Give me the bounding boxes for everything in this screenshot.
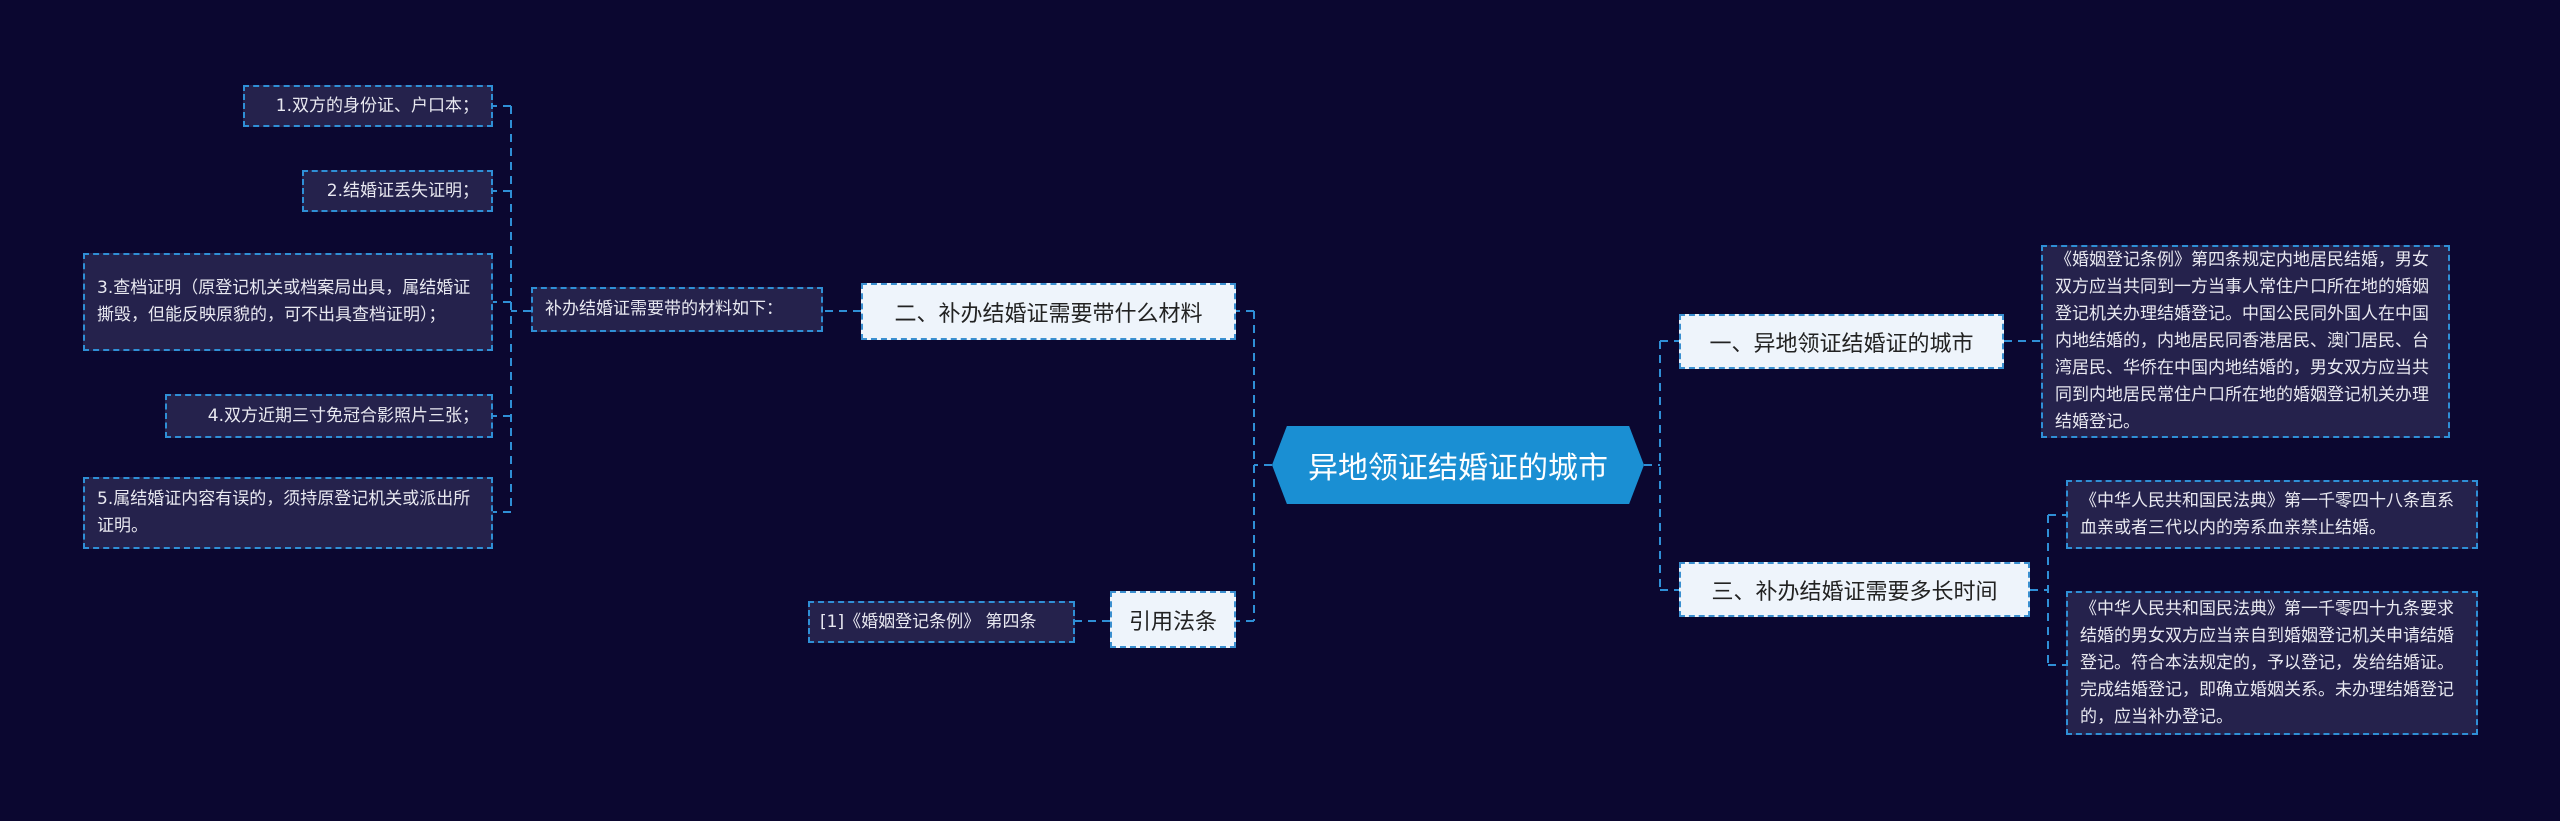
reference-item-1[interactable]: [1]《婚姻登记条例》 第四条 bbox=[808, 601, 1075, 643]
branch-label: 一、异地领证结婚证的城市 bbox=[1709, 331, 1974, 357]
material-item-4[interactable]: 4.双方近期三寸免冠合影照片三张； bbox=[165, 394, 493, 438]
leaf-regulation-article-4[interactable]: 《婚姻登记条例》第四条规定内地居民结婚，男女双方应当共同到一方当事人常住户口所在… bbox=[2041, 245, 2450, 438]
leaf-civil-code-1049[interactable]: 《中华人民共和国民法典》第一千零四十九条要求结婚的男女双方应当亲自到婚姻登记机关… bbox=[2066, 591, 2478, 735]
leaf-text: 3.查档证明（原登记机关或档案局出具，属结婚证撕毁，但能反映原貌的，可不出具查档… bbox=[97, 278, 471, 325]
leaf-text: 2.结婚证丢失证明； bbox=[326, 180, 479, 201]
branch-label: 二、补办结婚证需要带什么材料 bbox=[894, 301, 1203, 327]
leaf-text: 4.双方近期三寸免冠合影照片三张； bbox=[207, 405, 479, 426]
branch-label: 引用法条 bbox=[1128, 609, 1217, 635]
branch-reissue-time[interactable]: 三、补办结婚证需要多长时间 bbox=[1679, 562, 2030, 617]
leaf-civil-code-1048[interactable]: 《中华人民共和国民法典》第一千零四十八条直系血亲或者三代以内的旁系血亲禁止结婚。 bbox=[2066, 480, 2478, 549]
branch-materials[interactable]: 二、补办结婚证需要带什么材料 bbox=[861, 283, 1236, 340]
material-item-1[interactable]: 1.双方的身份证、户口本； bbox=[243, 85, 493, 127]
leaf-text: 1.双方的身份证、户口本； bbox=[275, 95, 479, 116]
branch-references[interactable]: 引用法条 bbox=[1110, 591, 1236, 648]
root-topic[interactable]: 异地领证结婚证的城市 bbox=[1272, 426, 1644, 504]
leaf-text: 《婚姻登记条例》第四条规定内地居民结婚，男女双方应当共同到一方当事人常住户口所在… bbox=[2055, 250, 2429, 432]
leaf-text: [1]《婚姻登记条例》 第四条 bbox=[820, 611, 1037, 632]
leaf-text: 补办结婚证需要带的材料如下： bbox=[545, 299, 783, 319]
leaf-text: 《中华人民共和国民法典》第一千零四十九条要求结婚的男女双方应当亲自到婚姻登记机关… bbox=[2080, 598, 2454, 727]
material-item-5[interactable]: 5.属结婚证内容有误的，须持原登记机关或派出所证明。 bbox=[83, 477, 493, 549]
materials-intro[interactable]: 补办结婚证需要带的材料如下： bbox=[531, 287, 823, 332]
branch-city[interactable]: 一、异地领证结婚证的城市 bbox=[1679, 314, 2004, 369]
material-item-3[interactable]: 3.查档证明（原登记机关或档案局出具，属结婚证撕毁，但能反映原貌的，可不出具查档… bbox=[83, 253, 493, 351]
root-topic-label: 异地领证结婚证的城市 bbox=[1308, 451, 1608, 486]
branch-label: 三、补办结婚证需要多长时间 bbox=[1711, 579, 1998, 605]
leaf-text: 5.属结婚证内容有误的，须持原登记机关或派出所证明。 bbox=[97, 489, 471, 536]
leaf-text: 《中华人民共和国民法典》第一千零四十八条直系血亲或者三代以内的旁系血亲禁止结婚。 bbox=[2080, 490, 2454, 538]
material-item-2[interactable]: 2.结婚证丢失证明； bbox=[302, 170, 493, 212]
